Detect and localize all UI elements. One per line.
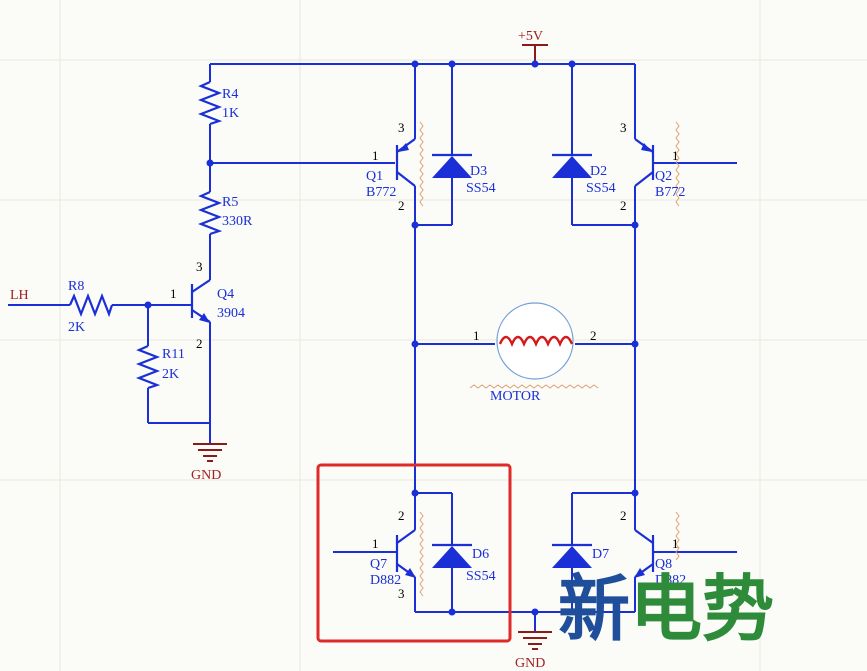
d6-ref: D6 bbox=[472, 547, 489, 562]
q7-pin1: 1 bbox=[372, 536, 379, 551]
transistor-q1[interactable]: 3 1 2 Q1 B772 bbox=[366, 64, 424, 225]
q1-pin1: 1 bbox=[372, 148, 379, 163]
q4-pin3: 3 bbox=[196, 259, 203, 274]
r11-value: 2K bbox=[162, 367, 179, 382]
resistor-r8[interactable]: R8 2K bbox=[68, 279, 192, 335]
d2-ref: D2 bbox=[590, 164, 607, 179]
watermark: 新电势 bbox=[558, 567, 774, 651]
q1-pin3: 3 bbox=[398, 120, 405, 135]
watermark-char-1: 新电势 bbox=[558, 567, 774, 651]
diode-d7[interactable]: D7 bbox=[552, 493, 609, 612]
transistor-q4[interactable]: 3 1 2 Q4 3904 bbox=[170, 258, 245, 423]
r4-ref: R4 bbox=[222, 87, 238, 102]
q2-pin2: 2 bbox=[620, 198, 627, 213]
d7-ref: D7 bbox=[592, 547, 609, 562]
vcc-symbol: +5V bbox=[518, 29, 548, 64]
watermark-glyph: 电 bbox=[630, 567, 702, 651]
q8-ref: Q8 bbox=[655, 557, 672, 572]
motor-pin2: 2 bbox=[590, 328, 597, 343]
r5-value: 330R bbox=[222, 214, 253, 229]
diode-d2[interactable]: D2 SS54 bbox=[552, 64, 635, 226]
watermark-glyph: 新 bbox=[558, 567, 630, 651]
q7-pin2: 2 bbox=[398, 508, 405, 523]
watermark-glyph: 势 bbox=[702, 567, 774, 651]
q4-ref: Q4 bbox=[217, 287, 234, 302]
resistor-r4[interactable]: R4 1K bbox=[197, 64, 239, 163]
resistor-r5[interactable]: R5 330R bbox=[197, 163, 253, 258]
transistor-q7[interactable]: 2 1 3 Q7 D882 bbox=[333, 489, 452, 613]
q2-pin1: 1 bbox=[672, 148, 679, 163]
gnd-left-symbol: GND bbox=[191, 423, 227, 483]
transistor-q2[interactable]: 3 1 2 Q2 B772 bbox=[620, 64, 737, 229]
motor-label: MOTOR bbox=[490, 389, 541, 404]
q1-value: B772 bbox=[366, 185, 396, 200]
gnd-bottom-label: GND bbox=[515, 656, 545, 671]
q4-pin1: 1 bbox=[170, 286, 177, 301]
resistor-r11[interactable]: R11 2K bbox=[135, 305, 210, 424]
gnd-bottom-symbol: GND bbox=[515, 612, 552, 671]
q8-value: D882 bbox=[655, 573, 686, 588]
diode-d6[interactable]: D6 SS54 bbox=[432, 493, 496, 616]
input-lh: LH bbox=[8, 288, 70, 306]
q8-pin2: 2 bbox=[620, 508, 627, 523]
q7-value: D882 bbox=[370, 573, 401, 588]
q7-ref: Q7 bbox=[370, 557, 387, 572]
q2-pin3: 3 bbox=[620, 120, 627, 135]
lh-label: LH bbox=[10, 288, 29, 303]
d3-value: SS54 bbox=[466, 181, 496, 196]
motor-pin1: 1 bbox=[473, 328, 480, 343]
r4-value: 1K bbox=[222, 106, 239, 121]
d3-ref: D3 bbox=[470, 164, 487, 179]
q4-value: 3904 bbox=[217, 306, 245, 321]
r11-ref: R11 bbox=[162, 347, 185, 362]
q2-ref: Q2 bbox=[655, 169, 672, 184]
vcc-label: +5V bbox=[518, 29, 543, 44]
q8-pin1: 1 bbox=[672, 536, 679, 551]
q4-pin2: 2 bbox=[196, 336, 203, 351]
d6-value: SS54 bbox=[466, 569, 496, 584]
highlight-box bbox=[316, 463, 512, 643]
diode-d3[interactable]: D3 SS54 bbox=[411, 64, 496, 229]
gnd-left-label: GND bbox=[191, 468, 221, 483]
r5-ref: R5 bbox=[222, 195, 238, 210]
q1-ref: Q1 bbox=[366, 169, 383, 184]
r8-ref: R8 bbox=[68, 279, 84, 294]
transistor-q8[interactable]: 2 1 Q8 D882 bbox=[572, 489, 737, 613]
motor[interactable]: 1 2 MOTOR bbox=[469, 302, 599, 404]
q1-base-wire bbox=[206, 159, 395, 167]
r8-value: 2K bbox=[68, 320, 85, 335]
q1-pin2: 2 bbox=[398, 198, 405, 213]
q7-pin3: 3 bbox=[398, 586, 405, 601]
d2-value: SS54 bbox=[586, 181, 616, 196]
q2-value: B772 bbox=[655, 185, 685, 200]
